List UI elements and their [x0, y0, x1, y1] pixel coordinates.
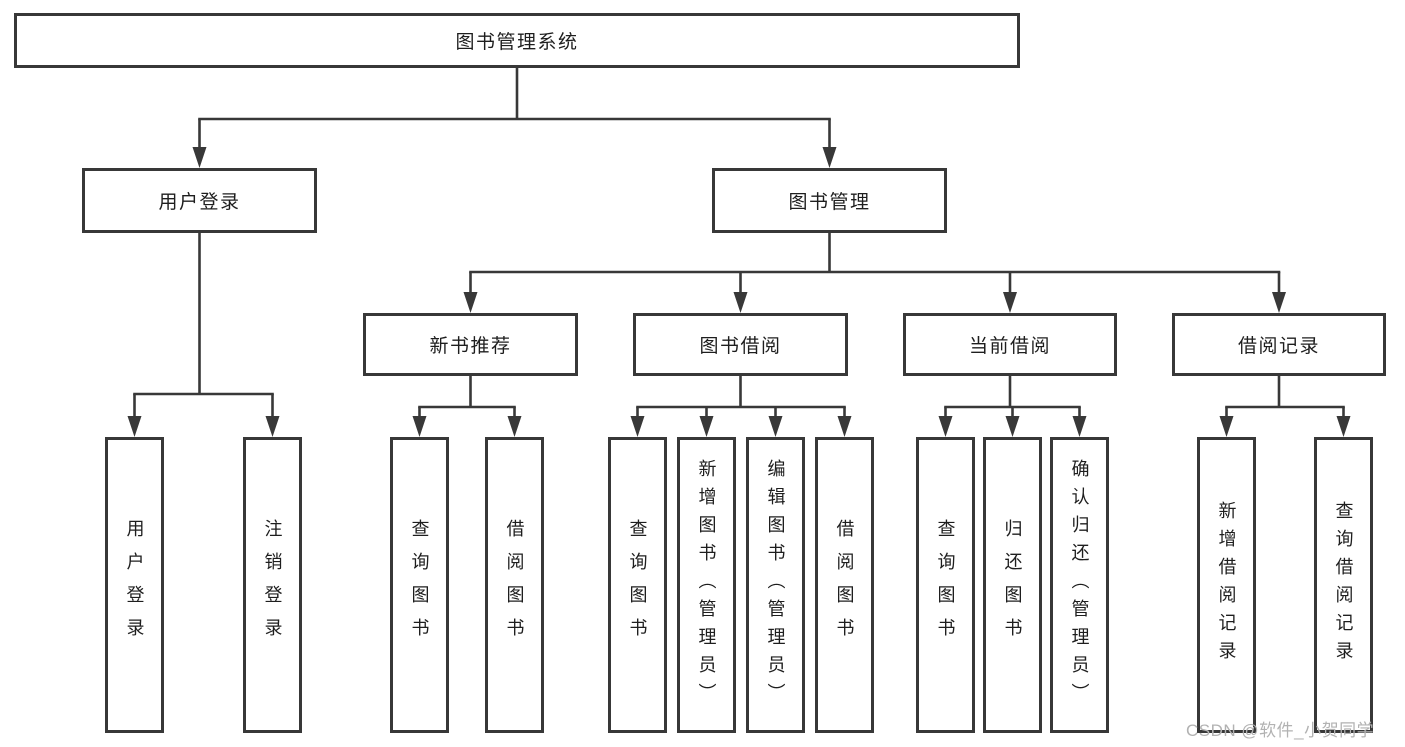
node-label: 查询借阅记录 [1333, 501, 1354, 669]
leaf-borrow-books-recommend: 借阅图书 [485, 437, 544, 733]
arrowheads [127, 147, 1351, 437]
node-label: 查询图书 [409, 519, 430, 651]
node-new-book-recommend: 新书推荐 [363, 313, 578, 376]
node-label: 用户登录 [124, 519, 145, 651]
node-borrowing-records: 借阅记录 [1172, 313, 1386, 376]
csdn-watermark: CSDN @软件_小贺同学 [1186, 721, 1375, 740]
leaf-add-books-admin: 新增图书（管理员） [677, 437, 736, 733]
leaf-borrow-books: 借阅图书 [815, 437, 874, 733]
node-label: 当前借阅 [968, 336, 1051, 357]
node-label: 查询图书 [627, 519, 648, 651]
leaf-add-borrow-record: 新增借阅记录 [1197, 437, 1256, 733]
node-label: 编辑图书（管理员） [765, 459, 786, 711]
node-label: 新增借阅记录 [1216, 501, 1237, 669]
node-current-borrowing: 当前借阅 [903, 313, 1117, 376]
node-label: 用户登录 [158, 192, 241, 213]
node-label: 新书推荐 [429, 336, 512, 357]
node-label: 新增图书（管理员） [696, 459, 717, 711]
node-label: 注销登录 [262, 519, 283, 651]
leaf-confirm-return-admin: 确认归还（管理员） [1050, 437, 1109, 733]
leaf-query-books-borrowing: 查询图书 [608, 437, 667, 733]
node-label: 借阅记录 [1237, 336, 1320, 357]
node-label: 图书管理系统 [455, 32, 579, 53]
node-book-management-module: 图书管理 [712, 168, 947, 233]
node-book-borrowing: 图书借阅 [633, 313, 848, 376]
leaf-query-books-current: 查询图书 [916, 437, 975, 733]
node-label: 确认归还（管理员） [1069, 459, 1090, 711]
leaf-query-books-recommend: 查询图书 [390, 437, 449, 733]
leaf-return-books: 归还图书 [983, 437, 1042, 733]
leaf-logout: 注销登录 [243, 437, 302, 733]
node-library-management-system: 图书管理系统 [14, 13, 1020, 68]
node-label: 借阅图书 [504, 519, 525, 651]
node-label: 归还图书 [1002, 519, 1023, 651]
node-label: 查询图书 [935, 519, 956, 651]
node-user-login-module: 用户登录 [82, 168, 317, 233]
leaf-user-login: 用户登录 [105, 437, 164, 733]
leaf-edit-books-admin: 编辑图书（管理员） [746, 437, 805, 733]
leaf-query-borrow-record: 查询借阅记录 [1314, 437, 1373, 733]
node-label: 图书借阅 [699, 336, 782, 357]
node-label: 图书管理 [788, 192, 871, 213]
node-label: 借阅图书 [834, 519, 855, 651]
